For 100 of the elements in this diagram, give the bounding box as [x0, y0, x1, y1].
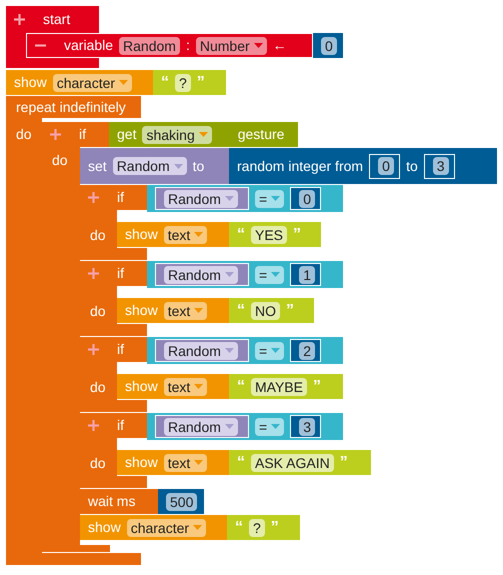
block-label: do — [16, 126, 32, 143]
block-label: if — [117, 417, 124, 434]
block-label: to — [192, 156, 204, 176]
show-block — [80, 515, 227, 540]
dropdown-field: text — [164, 302, 208, 320]
dropdown-field: = — [255, 266, 284, 284]
wait-block — [80, 489, 158, 514]
number-block — [158, 489, 204, 514]
block-label: do — [90, 303, 106, 320]
compare-block — [147, 185, 343, 212]
block-label: set — [88, 156, 107, 176]
string-block — [229, 450, 371, 475]
block-label: repeat indefinitely — [16, 99, 126, 116]
show-block — [117, 450, 229, 475]
text-field: MAYBE — [251, 378, 307, 396]
show-block — [117, 298, 229, 323]
number-block — [290, 263, 322, 286]
number-field: 1 — [299, 266, 315, 284]
block-label: do — [90, 227, 106, 244]
variable-block — [155, 263, 249, 286]
block-label: ← — [272, 36, 287, 55]
quote-mark: ” — [270, 518, 279, 538]
block-label: gesture — [238, 125, 284, 144]
dropdown-field: Number — [196, 36, 267, 54]
variable-block — [155, 339, 249, 362]
dropdown-field: text — [164, 226, 208, 244]
dropdown-field: Random — [164, 266, 238, 284]
number-field: 3 — [432, 157, 449, 175]
quote-mark: “ — [237, 452, 245, 472]
block-label: wait ms — [88, 492, 136, 511]
quote-mark: ” — [293, 224, 302, 244]
number-field: 500 — [166, 492, 198, 510]
dropdown-field: Random — [112, 157, 187, 175]
quote-mark: ” — [196, 72, 205, 92]
quote-mark: “ — [161, 72, 169, 92]
block-label: do — [90, 455, 106, 472]
compare-block — [147, 261, 343, 288]
quote-mark: ” — [286, 300, 294, 320]
string-block — [229, 222, 321, 247]
number-field: 2 — [299, 342, 315, 360]
variable-block — [155, 187, 249, 210]
dropdown-field: = — [255, 342, 284, 360]
number-block — [290, 187, 322, 210]
block-label: if — [79, 126, 86, 143]
block-label: show — [125, 377, 158, 396]
quote-mark: “ — [237, 376, 245, 396]
block-label: if — [117, 265, 124, 282]
number-block — [369, 154, 400, 178]
block-label: : — [186, 36, 190, 55]
string-block — [229, 298, 314, 323]
quote-mark: “ — [237, 224, 245, 244]
block-label: if — [117, 341, 124, 358]
random-block — [229, 148, 497, 184]
dropdown-field: character — [126, 518, 206, 536]
dropdown-field: Random — [164, 190, 238, 208]
dropdown-field: text — [164, 454, 208, 472]
block-label: show — [125, 301, 158, 320]
dropdown-field: = — [255, 190, 284, 208]
compare-block — [147, 337, 343, 364]
show-block — [117, 374, 229, 399]
quote-mark: “ — [235, 518, 243, 538]
text-field: YES — [251, 226, 288, 244]
text-field: ASK AGAIN — [251, 454, 334, 472]
number-block — [424, 154, 455, 178]
set-block — [80, 148, 229, 184]
number-field: 3 — [299, 418, 315, 436]
number-field: 0 — [321, 36, 337, 54]
dropdown-field: shaking — [142, 126, 212, 144]
show-block — [6, 70, 153, 95]
block-label: start — [43, 11, 70, 28]
block-label: variable — [64, 36, 114, 55]
number-block — [313, 33, 343, 58]
sensor-block — [109, 122, 298, 147]
block-label: show — [14, 73, 47, 92]
block-label: show — [125, 453, 158, 472]
dropdown-field: = — [255, 418, 284, 436]
block-label: do — [52, 152, 68, 169]
number-field: 0 — [378, 157, 394, 175]
quote-mark: ” — [312, 376, 321, 396]
show-block — [117, 222, 229, 247]
block-label: random integer from — [237, 156, 364, 176]
number-block — [290, 415, 322, 438]
dropdown-field: text — [164, 378, 208, 396]
number-block — [290, 339, 322, 362]
block-label: show — [88, 518, 121, 537]
dropdown-field: Random — [164, 418, 238, 436]
dropdown-field: Random — [164, 342, 238, 360]
compare-block — [147, 413, 343, 440]
block-label: get — [117, 125, 136, 144]
block-label: do — [90, 379, 106, 396]
variable-block — [26, 33, 313, 58]
text-field: ? — [175, 74, 191, 92]
string-block — [229, 374, 343, 399]
string-block — [153, 70, 226, 95]
block-label: show — [125, 225, 158, 244]
block-label: to — [406, 156, 418, 176]
dropdown-field: character — [52, 74, 132, 92]
quote-mark: ” — [340, 452, 348, 472]
text-field: ? — [249, 518, 265, 536]
quote-mark: “ — [237, 300, 245, 320]
